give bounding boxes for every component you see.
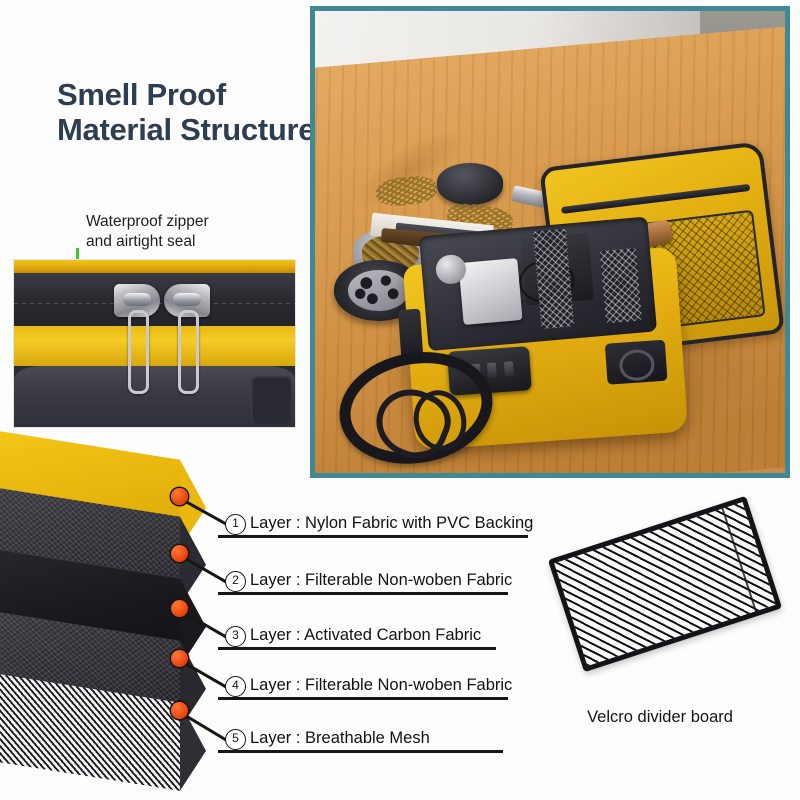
layer-underline-3 xyxy=(218,647,496,650)
zipper-callout-line-2: and airtight seal xyxy=(86,232,196,250)
layer-number-1: 1 xyxy=(225,514,246,535)
layer-number-2: 2 xyxy=(225,571,246,592)
zipper-tab-left xyxy=(128,310,149,394)
lock-dial-2 xyxy=(487,362,498,378)
layer-marker-dot-4 xyxy=(171,650,188,667)
zipper-callout-text: Waterproof zipper and airtight seal xyxy=(86,212,326,251)
layer-callout-3: 3 Layer : Activated Carbon Fabric xyxy=(0,597,560,650)
layer-number-5: 5 xyxy=(225,729,246,750)
layer-number-4: 4 xyxy=(225,676,246,697)
lid-zipper xyxy=(560,183,751,215)
layer-label-1: Layer : Nylon Fabric with PVC Backing xyxy=(250,514,534,532)
page-title: Smell Proof Material Structure xyxy=(57,77,327,147)
zipper-pull-left-inner xyxy=(123,293,151,306)
zipper-yellow-fabric xyxy=(14,326,295,399)
layer-underline-1 xyxy=(218,535,528,538)
layer-callout-4: 4 Layer : Filterable Non-woben Fabric xyxy=(0,643,560,700)
layer-label-4: Layer : Filterable Non-woben Fabric xyxy=(250,676,513,694)
zipper-pull-left xyxy=(114,284,160,317)
main-product-photo xyxy=(310,6,790,478)
layer-number-3: 3 xyxy=(225,626,246,647)
zipper-callout-line-1: Waterproof zipper xyxy=(86,213,209,230)
layer-marker-dot-1 xyxy=(171,488,188,505)
zipper-pull-right-inner xyxy=(173,293,201,306)
storage-puck xyxy=(437,163,503,206)
strap-attachment-loop xyxy=(605,339,668,385)
mesh-divider-board xyxy=(547,495,783,673)
silver-case-item xyxy=(458,258,523,325)
layer-underline-2 xyxy=(218,592,508,595)
layer-label-5: Layer : Breathable Mesh xyxy=(250,729,430,747)
title-line-2: Material Structure xyxy=(57,111,316,147)
layer-callout-2: 2 Layer : Filterable Non-woben Fabric xyxy=(0,543,560,595)
layer-label-3: Layer : Activated Carbon Fabric xyxy=(250,626,482,644)
mesh-divider-2 xyxy=(599,247,643,324)
lock-dial-3 xyxy=(503,361,514,377)
case-interior xyxy=(419,216,658,351)
layer-underline-5 xyxy=(218,750,503,753)
layer-label-2: Layer : Filterable Non-woben Fabric xyxy=(250,571,513,589)
velcro-divider-caption: Velcro divider board xyxy=(587,708,733,726)
layer-callout-5: 5 Layer : Breathable Mesh xyxy=(0,700,560,753)
grinder-teeth xyxy=(348,270,409,311)
layer-underline-4 xyxy=(218,697,508,700)
zipper-case-base xyxy=(14,366,295,427)
title-line-1: Smell Proof xyxy=(57,77,226,112)
velcro-divider-photo: Velcro divider board xyxy=(545,495,783,726)
layer-marker-dot-5 xyxy=(171,702,188,719)
zipper-top-trim xyxy=(14,260,295,273)
herb-grinder xyxy=(333,260,424,321)
layer-callout-1: 1 Layer : Nylon Fabric with PVC Backing xyxy=(0,485,560,538)
layer-marker-dot-3 xyxy=(171,600,188,617)
strap-ring xyxy=(618,348,656,382)
zipper-pull-right xyxy=(164,284,210,317)
divider-fold-line xyxy=(721,508,758,612)
zipper-detail-photo xyxy=(13,259,296,428)
zipper-tab-right xyxy=(178,310,199,394)
layer-marker-dot-2 xyxy=(171,545,188,562)
side-strap-tab xyxy=(397,308,423,359)
zipper-case-corner xyxy=(251,376,291,424)
